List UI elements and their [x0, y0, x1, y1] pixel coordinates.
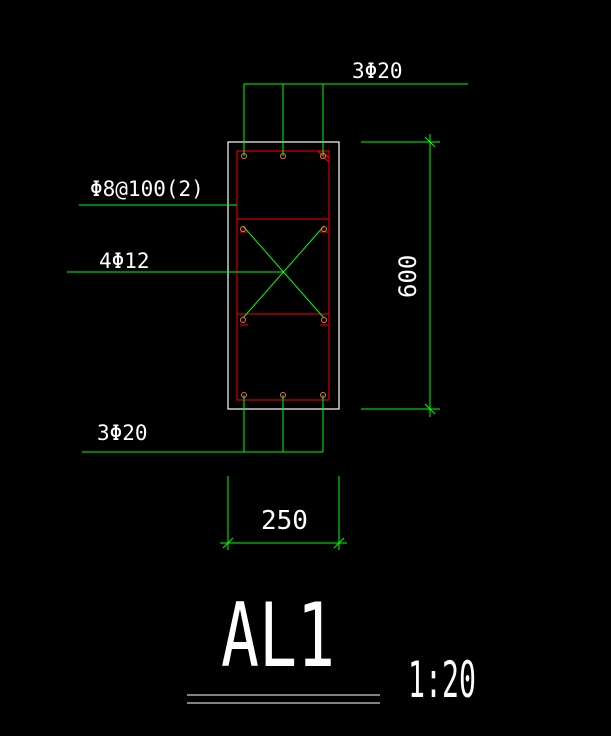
drawing-title: AL1 — [221, 584, 335, 687]
side-rebar-label: 4Φ12 — [99, 249, 150, 273]
width-dimension — [220, 476, 347, 550]
top-rebar-label: 3Φ20 — [352, 59, 403, 83]
leader-lines — [67, 83, 468, 453]
stirrup — [236, 150, 330, 401]
height-dimension — [361, 134, 440, 417]
side-bar-lower-right — [321, 317, 327, 323]
width-dimension-label: 250 — [261, 506, 308, 536]
side-bar-upper-left — [240, 226, 246, 232]
bottom-rebar-label: 3Φ20 — [97, 421, 148, 445]
rebar-dots — [240, 153, 327, 398]
side-bar-lower-left — [240, 317, 246, 323]
side-bar-hooks — [240, 231, 328, 326]
title-underline — [187, 694, 380, 704]
side-bar-upper-right — [321, 226, 327, 232]
section-outline — [227, 141, 340, 410]
drawing-scale: 1:20 — [408, 651, 476, 709]
height-dimension-label: 600 — [394, 255, 422, 298]
stirrup-label: Φ8@100(2) — [90, 177, 204, 201]
